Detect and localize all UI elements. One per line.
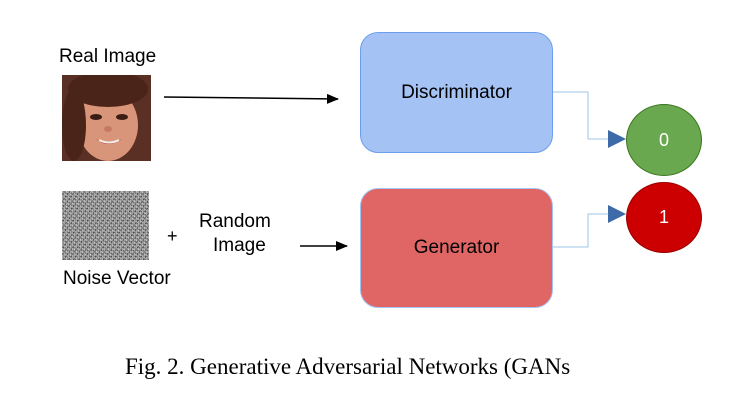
discriminator-box: Discriminator xyxy=(360,32,553,153)
output-node-0-label: 0 xyxy=(658,129,669,150)
output-node-1: 1 xyxy=(626,182,702,253)
face-icon xyxy=(62,75,151,161)
random-image-label-line2: Image xyxy=(213,235,266,256)
output-node-0: 0 xyxy=(626,104,702,176)
generator-box: Generator xyxy=(360,188,553,308)
output-node-1-label: 1 xyxy=(658,207,669,227)
random-image-label-line1: Random xyxy=(199,211,271,232)
noise-vector-label: Noise Vector xyxy=(63,268,171,289)
real-image-photo xyxy=(62,75,151,161)
connector-discriminator-to-output-0 xyxy=(553,91,626,148)
arrow-real-to-discriminator xyxy=(163,93,339,104)
real-image-label: Real Image xyxy=(59,46,157,67)
noise-vector-image xyxy=(62,191,149,260)
figure-caption: Fig. 2. Generative Adversarial Networks … xyxy=(125,354,571,379)
generator-label: Generator xyxy=(413,237,500,258)
plus-sign: + xyxy=(167,226,178,246)
discriminator-label: Discriminator xyxy=(401,81,512,103)
connector-generator-to-output-1 xyxy=(553,205,626,248)
